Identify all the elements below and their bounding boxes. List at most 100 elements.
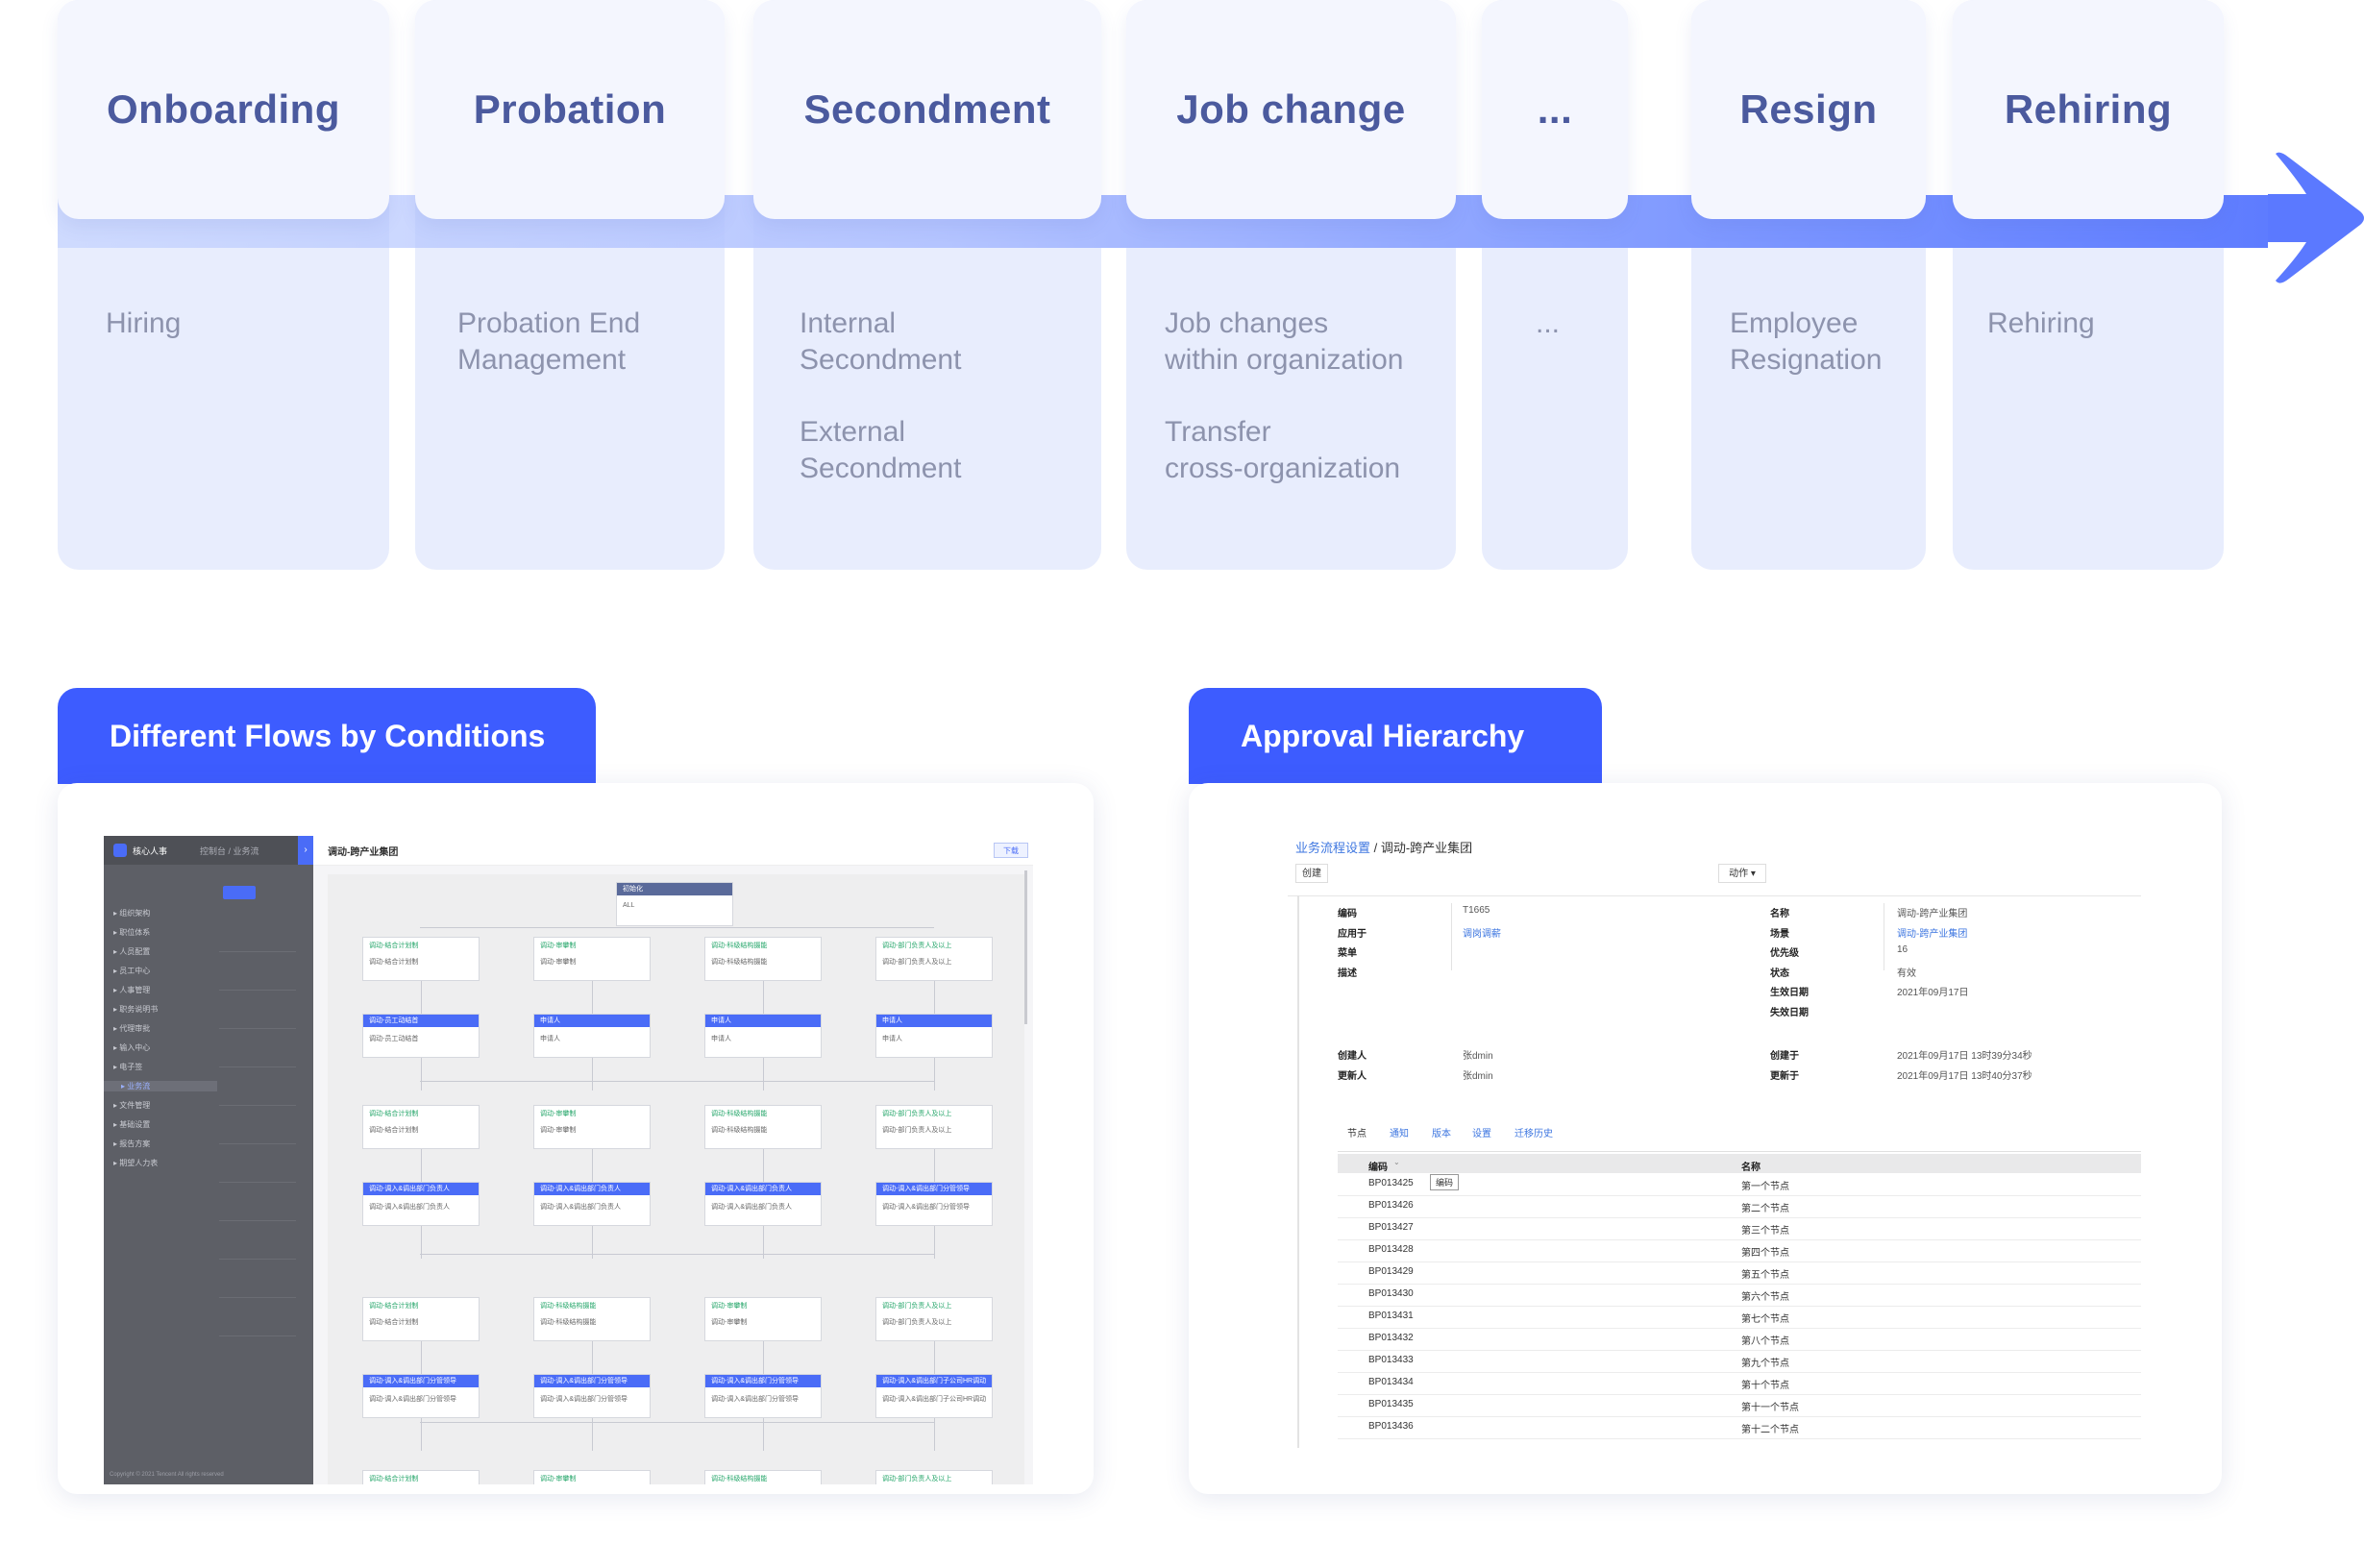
sidebar-item[interactable]: ▸ 期望人力表 xyxy=(113,1159,159,1167)
flow-node-title: 调动-调入&调出部门负责人 xyxy=(534,1183,650,1195)
flow-node[interactable]: 调动-调入&调出部门分管领导调动-调入&调出部门分管领导 xyxy=(533,1374,651,1418)
flow-connector xyxy=(421,1341,422,1374)
nodes-table-header: 编码 ⌄ 名称 xyxy=(1338,1154,2141,1173)
stage-header-rehiring: Rehiring xyxy=(1953,0,2224,219)
sidebar-item[interactable]: ▸ 电子签 xyxy=(113,1063,143,1071)
flow-node[interactable]: 调动-审攀制调动-审攀制 xyxy=(704,1297,822,1341)
flow-node-title: 调动-调入&调出部门子公司HR调动 xyxy=(876,1375,992,1387)
create-button[interactable]: 创建 xyxy=(1295,864,1328,883)
flow-node[interactable]: 调动-调入&调出部门负责人调动-调入&调出部门负责人 xyxy=(362,1182,480,1226)
tab-3[interactable]: 设置 xyxy=(1472,1129,1491,1139)
sidebar-item[interactable]: ▸ 人员配置 xyxy=(113,947,151,956)
col-header-name[interactable]: 名称 xyxy=(1741,1163,1761,1173)
stage-header-jobchange: Job change xyxy=(1126,0,1456,219)
action-dropdown[interactable]: 动作 ▾ xyxy=(1718,864,1766,883)
row-code: BP013431 xyxy=(1368,1311,1414,1321)
sidebar-collapse-icon[interactable]: › xyxy=(298,836,313,865)
flow-connector xyxy=(592,1058,593,1090)
flow-node[interactable]: 调动-调入&调出部门分管领导调动-调入&调出部门分管领导 xyxy=(362,1374,480,1418)
flow-node[interactable]: 调动-调入&调出部门分管领导调动-调入&调出部门分管领导 xyxy=(875,1182,993,1226)
flow-node[interactable]: 调动-审攀制调动-审攀制 xyxy=(533,937,651,981)
flow-node[interactable]: 调动-部门负责人及以上调动-部门负责人及以上 xyxy=(875,1297,993,1341)
flow-node[interactable]: 申请人申请人 xyxy=(533,1014,651,1058)
col-header-code[interactable]: 编码 xyxy=(1368,1163,1388,1173)
tab-2[interactable]: 版本 xyxy=(1432,1129,1451,1139)
field-right-value[interactable]: 调动-跨产业集团 xyxy=(1897,928,1968,940)
flow-node[interactable]: 调动-结合计划制调动-结合计划制 xyxy=(362,937,480,981)
flow-node[interactable]: 调动-调入&调出部门负责人调动-调入&调出部门负责人 xyxy=(533,1182,651,1226)
sidebar-item[interactable]: ▸ 业务流 xyxy=(104,1081,217,1091)
flow-connector xyxy=(421,981,422,1014)
flow-node[interactable]: 调动-科级结构摄能调动-科级结构摄能 xyxy=(533,1297,651,1341)
flow-connector xyxy=(592,1149,593,1182)
flow-node[interactable]: 调动-调入&调出部门负责人调动-调入&调出部门负责人 xyxy=(704,1182,822,1226)
row-name: 第四个节点 xyxy=(1741,1248,1789,1259)
row-name: 第十一个节点 xyxy=(1741,1403,1799,1413)
flow-node[interactable]: 调动-审攀制调动-审攀制 xyxy=(533,1105,651,1149)
row-code: BP013428 xyxy=(1368,1244,1414,1255)
sidebar-item[interactable]: ▸ 组织架构 xyxy=(113,909,151,918)
flow-node[interactable]: 调动-部门负责人及以上 xyxy=(875,1470,993,1484)
sidebar-item[interactable]: ▸ 文件管理 xyxy=(113,1101,151,1110)
breadcrumb-link[interactable]: 业务流程设置 xyxy=(1295,841,1371,855)
sidebar-item[interactable]: ▸ 输入中心 xyxy=(113,1043,151,1052)
sidebar-item[interactable]: ▸ 职务说明书 xyxy=(113,1005,159,1014)
sidebar-item[interactable]: ▸ 人事管理 xyxy=(113,986,151,994)
tab-1[interactable]: 通知 xyxy=(1390,1129,1409,1139)
flow-node-title: 调动-结合计划制 xyxy=(369,1303,419,1310)
flow-node[interactable]: 调动-审攀制 xyxy=(533,1470,651,1484)
flow-node[interactable]: 调动-员工动结首调动-员工动结首 xyxy=(362,1014,480,1058)
flow-node-body: 调动-科级结构摄能 xyxy=(711,959,768,966)
sidebar-item[interactable]: ▸ 基础设置 xyxy=(113,1120,151,1129)
flow-node[interactable]: 申请人申请人 xyxy=(875,1014,993,1058)
flow-node[interactable]: 调动-结合计划制 xyxy=(362,1470,480,1484)
flow-node[interactable]: 调动-调入&调出部门分管领导调动-调入&调出部门分管领导 xyxy=(704,1374,822,1418)
flow-node-title: 调动-审攀制 xyxy=(711,1303,748,1310)
field-left-label: 编码 xyxy=(1338,909,1357,919)
flow-node[interactable]: 调动-结合计划制调动-结合计划制 xyxy=(362,1297,480,1341)
table-row[interactable]: BP013428 第四个节点 xyxy=(1338,1239,2141,1262)
flow-node[interactable]: 申请人申请人 xyxy=(704,1014,822,1058)
sidebar-new-button[interactable] xyxy=(223,886,256,899)
flow-node[interactable]: 调动-部门负责人及以上调动-部门负责人及以上 xyxy=(875,1105,993,1149)
sidebar-item[interactable]: ▸ 代理审批 xyxy=(113,1024,151,1033)
stage-header-resign: Resign xyxy=(1691,0,1926,219)
flow-node[interactable]: 调动-调入&调出部门子公司HR调动调动-调入&调出部门子公司HR调动 xyxy=(875,1374,993,1418)
flow-node[interactable]: 调动-结合计划制调动-结合计划制 xyxy=(362,1105,480,1149)
row-code: BP013432 xyxy=(1368,1333,1414,1343)
flow-node-title: 调动-科级结构摄能 xyxy=(540,1303,597,1310)
sidebar-item[interactable]: ▸ 报告方案 xyxy=(113,1139,151,1148)
flow-connector xyxy=(934,1226,935,1259)
sort-caret-icon[interactable]: ⌄ xyxy=(1393,1158,1400,1166)
flow-node[interactable]: 调动-科级结构摄能 xyxy=(704,1470,822,1484)
tab-4[interactable]: 迁移历史 xyxy=(1514,1129,1553,1139)
stage-subitem-rehiring-0: Rehiring xyxy=(1987,307,2095,339)
stage-subitem-probation-0: Probation End Management xyxy=(457,307,641,376)
field-left-value[interactable]: 调岗调薪 xyxy=(1463,928,1501,940)
flow-node-body: 调动-结合计划制 xyxy=(369,959,419,966)
flow-node-body: 申请人 xyxy=(711,1036,731,1042)
flow-node[interactable]: 调动-部门负责人及以上调动-部门负责人及以上 xyxy=(875,937,993,981)
flow-canvas-scrollbar[interactable] xyxy=(1024,870,1027,1024)
download-button[interactable]: 下载 xyxy=(994,843,1028,858)
sidebar-item[interactable]: ▸ 员工中心 xyxy=(113,967,151,975)
sidebar-item[interactable]: ▸ 职位体系 xyxy=(113,928,151,937)
flow-node[interactable]: 调动-科级结构摄能调动-科级结构摄能 xyxy=(704,937,822,981)
audit-left-label: 创建人 xyxy=(1338,1051,1367,1062)
tab-0[interactable]: 节点 xyxy=(1347,1129,1367,1139)
flow-node[interactable]: 调动-科级结构摄能调动-科级结构摄能 xyxy=(704,1105,822,1149)
flow-node-title: 初始化 xyxy=(617,883,732,895)
